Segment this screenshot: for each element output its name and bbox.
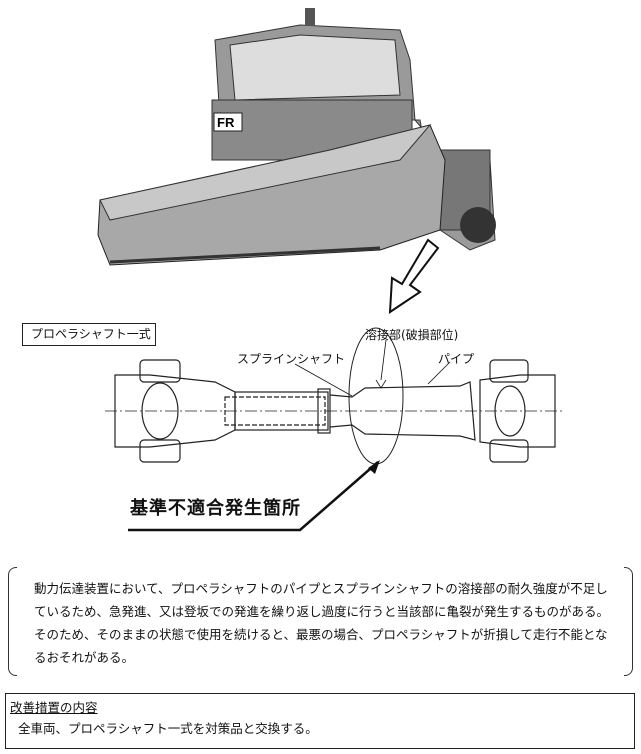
defect-location-label: 基準不適合発生箇所 [130,498,301,519]
pointer-arrow [388,238,440,314]
truck-plate: FR [217,115,235,130]
vehicle-and-shaft-illustration: FR [97,8,565,532]
propeller-shaft-drawing [105,327,565,465]
right-bracket [624,567,633,676]
spline-shaft-label: スプラインシャフト [237,352,346,366]
defect-description: 動力伝達装置において、プロペラシャフトのパイプとスプラインシャフトの溶接部の耐久… [8,567,633,676]
weld-label: 溶接部(破損部位) [365,328,459,342]
remedy-box: 改善措置の内容 全車両、プロペラシャフト一式を対策品と交換する。 [5,693,635,749]
pipe-label: パイプ [438,352,475,366]
snowplow-truck-photo: FR [97,8,496,266]
part-name-box: プロペラシャフト一式 [22,323,156,346]
remedy-text: 全車両、プロペラシャフト一式を対策品と交換する。 [18,721,318,736]
description-text: 動力伝達装置において、プロペラシャフトのパイプとスプラインシャフトの溶接部の耐久… [34,581,610,665]
remedy-title: 改善措置の内容 [10,700,98,715]
left-bracket [8,567,17,676]
